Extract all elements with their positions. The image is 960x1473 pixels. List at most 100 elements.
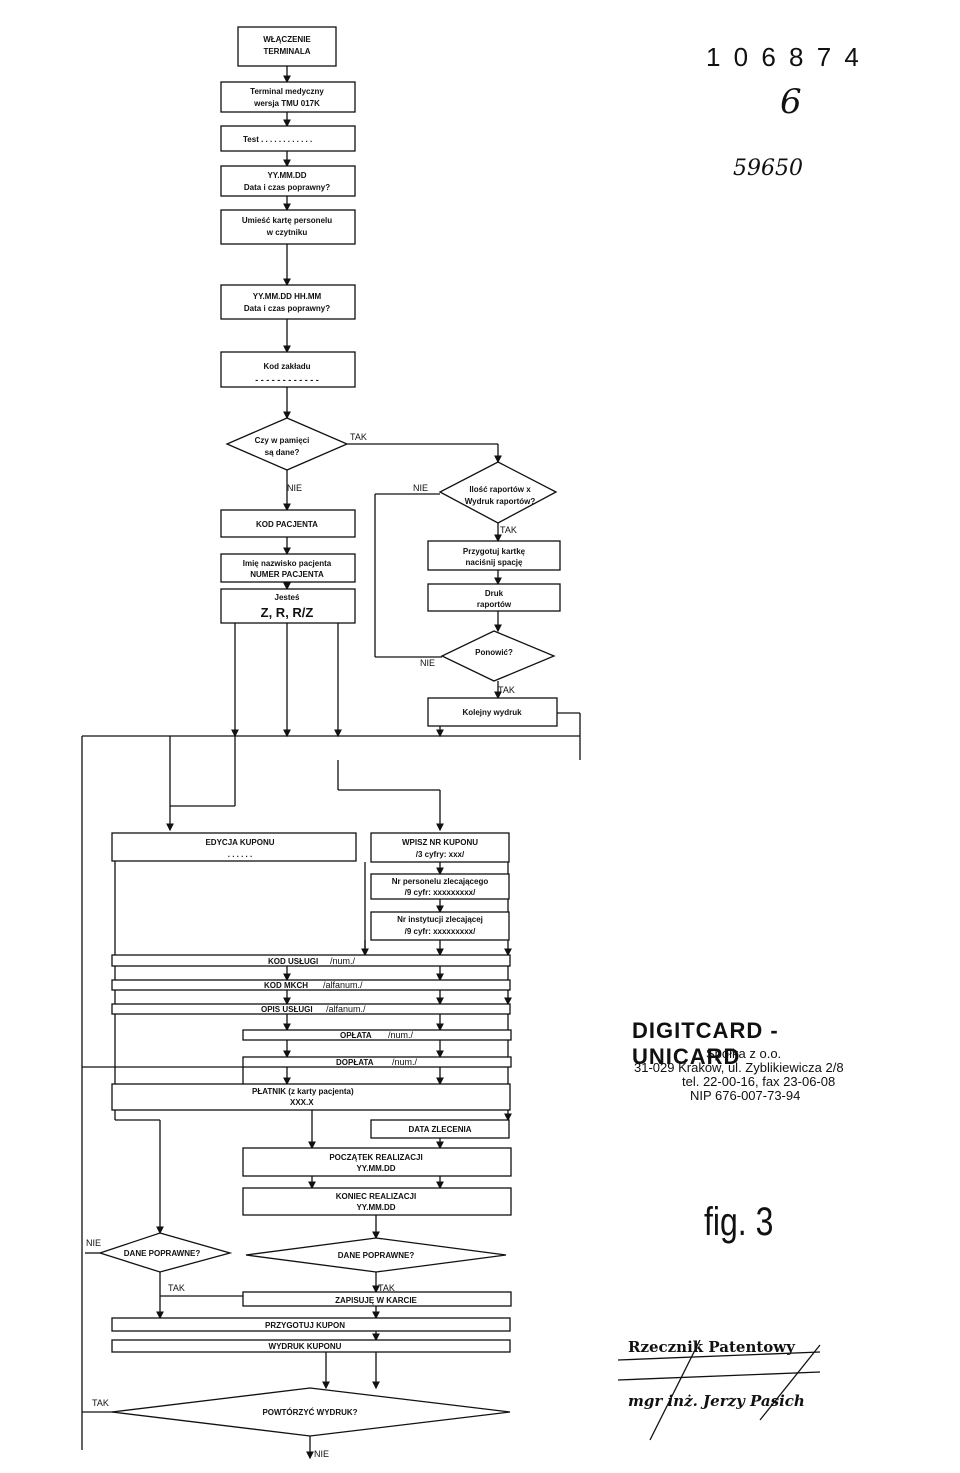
svg-text:Test . . . . . . . . . . . .: Test . . . . . . . . . . . . [243, 135, 312, 144]
svg-text:/9 cyfr: xxxxxxxxx/: /9 cyfr: xxxxxxxxx/ [405, 927, 477, 936]
row-service-desc: OPIS USŁUGI /alfanum./ [111, 1003, 511, 1015]
svg-text:KOD PACJENTA: KOD PACJENTA [256, 520, 318, 529]
svg-text:XXX.X: XXX.X [290, 1098, 314, 1107]
label-yes-again: TAK [498, 685, 515, 695]
label-yes-memory: TAK [350, 432, 367, 442]
box-insert-card: Umieść kartę personelu w czytniku [220, 209, 356, 245]
svg-text:Terminal medyczny: Terminal medyczny [250, 87, 324, 96]
box-prepare-card: Przygotuj kartkę naciśnij spację [427, 540, 561, 571]
svg-text:TERMINALA: TERMINALA [263, 47, 310, 56]
svg-text:Jesteś: Jesteś [275, 593, 300, 602]
handwritten-mark: 6 [780, 82, 802, 122]
svg-text:/num./: /num./ [388, 1030, 414, 1040]
company-name: DIGITCARD - UNICARD [632, 1018, 779, 1069]
svg-text:Imię nazwisko pacjenta: Imię nazwisko pacjenta [243, 559, 332, 568]
svg-text:wersja TMU 017K: wersja TMU 017K [253, 99, 320, 108]
svg-text:NUMER PACJENTA: NUMER PACJENTA [250, 570, 324, 579]
figure-label: fig. 3 [704, 1200, 774, 1244]
svg-text:Przygotuj kartkę: Przygotuj kartkę [463, 547, 526, 556]
decision-repeat-print: POWTÓRZYĆ WYDRUK? [111, 1387, 511, 1437]
svg-text:KOD USŁUGI: KOD USŁUGI [268, 957, 318, 966]
svg-text:DOPŁATA: DOPŁATA [336, 1058, 374, 1067]
box-patient-name: Imię nazwisko pacjenta NUMER PACJENTA [220, 553, 356, 583]
svg-text:/3 cyfry: xxx/: /3 cyfry: xxx/ [416, 850, 465, 859]
svg-text:YY.MM.DD: YY.MM.DD [356, 1203, 395, 1212]
svg-text:DATA ZLECENIA: DATA ZLECENIA [409, 1125, 472, 1134]
svg-text:. . . . . .: . . . . . . [228, 850, 252, 859]
svg-text:DANE POPRAWNE?: DANE POPRAWNE? [124, 1249, 201, 1258]
box-start: POCZĄTEK REALIZACJI YY.MM.DD [242, 1147, 512, 1177]
svg-text:OPIS USŁUGI: OPIS USŁUGI [261, 1005, 313, 1014]
decision-again: Ponowić? [440, 630, 556, 682]
svg-text:YY.MM.DD: YY.MM.DD [267, 171, 306, 180]
svg-text:Data i czas poprawny?: Data i czas poprawny? [244, 304, 330, 313]
box-order-date: DATA ZLECENIA [370, 1119, 510, 1139]
company-line-3: tel. 22-00-16, fax 23-06-08 [682, 1074, 836, 1089]
svg-text:/alfanum./: /alfanum./ [323, 980, 363, 990]
row-mkch-code: KOD MKCH /alfanum./ [111, 979, 511, 991]
svg-text:WŁĄCZENIE: WŁĄCZENIE [263, 35, 311, 44]
box-coupon-number: WPISZ NR KUPONU /3 cyfry: xxx/ [370, 832, 510, 863]
box-report-print: Druk raportów [427, 583, 561, 612]
svg-text:PŁATNIK (z karty pacjenta): PŁATNIK (z karty pacjenta) [252, 1087, 354, 1096]
svg-text:/9 cyfr: xxxxxxxxx/: /9 cyfr: xxxxxxxxx/ [405, 888, 477, 897]
box-patient-code: KOD PACJENTA [220, 509, 356, 538]
label-no-left: NIE [86, 1238, 101, 1248]
label-no-reports: NIE [413, 483, 428, 493]
svg-text:DANE POPRAWNE?: DANE POPRAWNE? [338, 1251, 415, 1260]
document-number: 1 0 6 8 7 4 [706, 42, 862, 72]
svg-text:YY.MM.DD HH.MM: YY.MM.DD HH.MM [253, 292, 322, 301]
box-institution-number: Nr instytucji zlecającej /9 cyfr: xxxxxx… [370, 911, 510, 941]
svg-text:Kod zakładu: Kod zakładu [263, 362, 310, 371]
svg-text:ZAPISUJĘ W KARCIE: ZAPISUJĘ W KARCIE [335, 1296, 417, 1305]
svg-text:/num./: /num./ [330, 956, 356, 966]
handwritten-number: 59650 [733, 156, 803, 181]
box-end: KONIEC REALIZACJI YY.MM.DD [242, 1187, 512, 1216]
svg-text:- - - - - - - - - - - -: - - - - - - - - - - - - [255, 375, 318, 385]
box-turn-on: WŁĄCZENIE TERMINALA [237, 26, 337, 67]
row-service-code: KOD USŁUGI /num./ [111, 954, 511, 967]
label-yes-repeat: TAK [92, 1398, 109, 1408]
box-test: Test . . . . . . . . . . . . [220, 125, 356, 152]
svg-text:PRZYGOTUJ KUPON: PRZYGOTUJ KUPON [265, 1321, 345, 1330]
decision-memory-data: Czy w pamięci są dane? [225, 417, 349, 471]
box-next-print: Kolejny wydruk [427, 697, 558, 727]
stamp-signature: mgr inż. Jerzy Pasich [628, 1392, 805, 1410]
svg-text:POWTÓRZYĆ WYDRUK?: POWTÓRZYĆ WYDRUK? [262, 1408, 357, 1417]
box-terminal-version: Terminal medyczny wersja TMU 017K [220, 81, 356, 113]
box-save-card: ZAPISUJĘ W KARCIE [242, 1291, 512, 1307]
svg-text:OPŁATA: OPŁATA [340, 1031, 372, 1040]
svg-text:EDYCJA KUPONU: EDYCJA KUPONU [205, 838, 274, 847]
svg-text:Nr personelu zlecającego: Nr personelu zlecającego [392, 877, 489, 886]
row-surcharge: DOPŁATA /num./ [242, 1056, 512, 1068]
label-no-memory: NIE [287, 483, 302, 493]
decision-data-ok-left: DANE POPRAWNE? [97, 1232, 233, 1273]
signature-stroke [617, 1339, 821, 1441]
svg-text:/num./: /num./ [392, 1057, 418, 1067]
svg-text:Druk: Druk [485, 589, 504, 598]
svg-text:Ponowić?: Ponowić? [475, 648, 513, 657]
row-payer: PŁATNIK (z karty pacjenta) XXX.X [111, 1083, 511, 1111]
svg-text:Nr instytucji zlecającej: Nr instytucji zlecającej [397, 915, 483, 924]
svg-text:Wydruk raportów?: Wydruk raportów? [465, 497, 536, 506]
company-line-4: NIP 676-007-73-94 [690, 1088, 801, 1103]
svg-text:Z, R, R/Z: Z, R, R/Z [261, 605, 314, 620]
svg-text:naciśnij spację: naciśnij spację [466, 558, 523, 567]
row-prepare-coupon: PRZYGOTUJ KUPON [111, 1317, 511, 1332]
svg-text:Umieść kartę personelu: Umieść kartę personelu [242, 216, 332, 225]
svg-text:/alfanum./: /alfanum./ [326, 1004, 366, 1014]
svg-text:KOD MKCH: KOD MKCH [264, 981, 308, 990]
decision-data-ok-right: DANE POPRAWNE? [245, 1237, 507, 1273]
svg-text:KONIEC REALIZACJI: KONIEC REALIZACJI [336, 1192, 416, 1201]
company-line-2: 31-029 Kraków, ul. Zyblikiewicza 2/8 [634, 1060, 844, 1075]
svg-text:Kolejny wydruk: Kolejny wydruk [462, 708, 522, 717]
svg-text:Ilość raportów x: Ilość raportów x [469, 485, 531, 494]
svg-text:Data i czas poprawny?: Data i czas poprawny? [244, 183, 330, 192]
stamp-title: Rzecznik Patentowy [628, 1338, 795, 1356]
label-no-again: NIE [420, 658, 435, 668]
svg-text:WPISZ NR KUPONU: WPISZ NR KUPONU [402, 838, 478, 847]
box-you-are: Jesteś Z, R, R/Z [220, 588, 356, 624]
decision-report-count: Ilość raportów x Wydruk raportów? [438, 461, 558, 524]
svg-text:WYDRUK KUPONU: WYDRUK KUPONU [269, 1342, 342, 1351]
